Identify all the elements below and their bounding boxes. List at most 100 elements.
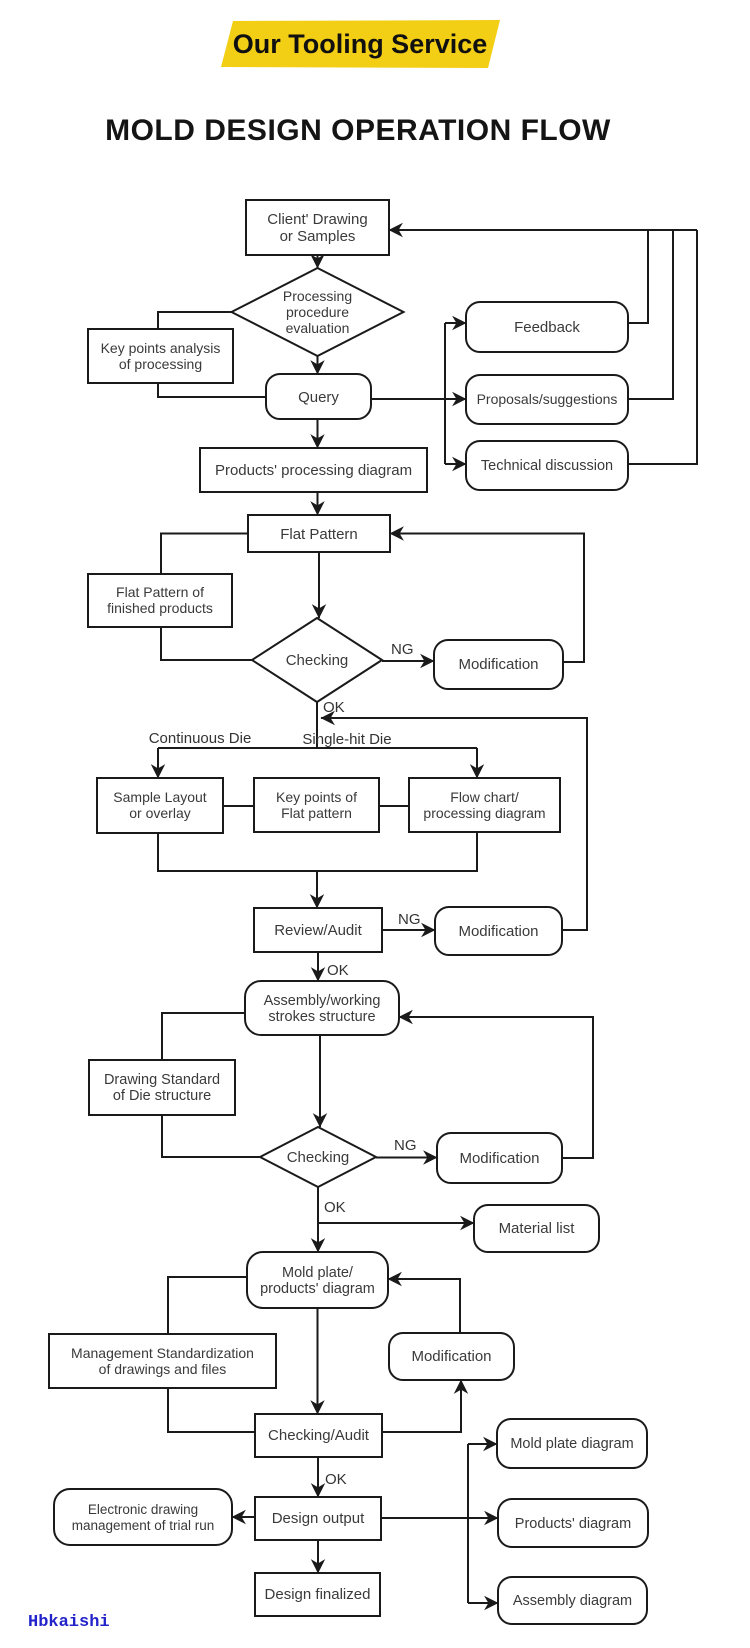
node-modification2: Modification <box>434 906 563 956</box>
edge-modification1-loop <box>389 526 585 663</box>
node-mold-plate: Mold plate/products' diagram <box>246 1251 389 1309</box>
modification2-label: Modification <box>458 923 538 940</box>
assembly-diagram-label: Assembly diagram <box>513 1593 632 1609</box>
connectors <box>150 222 698 1611</box>
modification4-label: Modification <box>411 1348 491 1365</box>
modification2-box <box>434 906 563 956</box>
edge-checkingaudit-to-modification4 <box>382 1379 469 1433</box>
node-feedback: Feedback <box>465 301 629 353</box>
edge-modification2-loop <box>320 710 588 931</box>
edge-modification3-loop <box>398 1009 594 1159</box>
checking-audit-label: Checking/Audit <box>268 1427 370 1444</box>
checking-audit-box <box>254 1413 383 1458</box>
edge-technical-return <box>628 230 698 465</box>
flat-pattern-box <box>247 514 391 553</box>
edge-feedback-return <box>628 230 649 324</box>
edge-merge-bottom <box>157 832 478 872</box>
review-audit-label: Review/Audit <box>274 922 362 939</box>
node-design-output: Design output <box>254 1496 382 1541</box>
checking2-label: Checking <box>287 1149 350 1166</box>
material-list-label: Material list <box>499 1220 576 1237</box>
products-diagram-label: Products' diagram <box>515 1516 631 1532</box>
node-mold-plate-diagram: Mold plate diagram <box>496 1418 648 1469</box>
query-box <box>265 373 372 420</box>
label-ng-checking2: NG <box>394 1137 417 1154</box>
label-ng-checking1: NG <box>391 641 414 658</box>
node-modification3: Modification <box>436 1132 563 1184</box>
review-audit-box <box>253 907 383 953</box>
proposals-box <box>465 374 629 425</box>
design-output-label: Design output <box>272 1510 365 1527</box>
node-flow-chart: Flow chart/processing diagram <box>408 777 561 833</box>
flat-pattern-finished-box <box>87 573 233 628</box>
assembly-box <box>244 980 400 1036</box>
electronic-drawing-box <box>53 1488 233 1546</box>
node-checking2: Checking <box>257 1125 379 1189</box>
mold-plate-diagram-box <box>496 1418 648 1469</box>
modification1-label: Modification <box>458 656 538 673</box>
flat-pattern-label: Flat Pattern <box>280 526 358 543</box>
label-continuous-die: Continuous Die <box>149 730 252 747</box>
process-evaluation-diamond <box>229 266 406 358</box>
node-modification4: Modification <box>388 1332 515 1381</box>
checking1-label: Checking <box>286 652 349 669</box>
feedback-label: Feedback <box>514 319 580 336</box>
checking1-diamond <box>250 616 384 704</box>
label-ok-checkingaudit: OK <box>325 1471 347 1488</box>
products-diagram-box <box>497 1498 649 1548</box>
node-assembly-diagram: Assembly diagram <box>497 1576 648 1625</box>
technical-discussion-label: Technical discussion <box>481 458 613 474</box>
feedback-box <box>465 301 629 353</box>
design-output-box <box>254 1496 382 1541</box>
node-modification1: Modification <box>433 639 564 690</box>
header: Our Tooling Service MOLD DESIGN OPERATIO… <box>105 20 611 147</box>
design-finalized-box <box>254 1572 381 1617</box>
label-ng-review: NG <box>398 911 421 928</box>
design-finalized-label: Design finalized <box>265 1586 371 1603</box>
products-processing-label: Products' processing diagram <box>215 462 412 479</box>
node-technical-discussion: Technical discussion <box>465 440 629 491</box>
mold-plate-diagram-label: Mold plate diagram <box>510 1436 633 1452</box>
query-label: Query <box>298 389 339 406</box>
mold-plate-box <box>246 1251 389 1309</box>
flow-chart-box <box>408 777 561 833</box>
modification3-label: Modification <box>459 1150 539 1167</box>
node-design-finalized: Design finalized <box>254 1572 381 1617</box>
modification3-box <box>436 1132 563 1184</box>
header-badge <box>221 20 500 68</box>
proposals-label: Proposals/suggestions <box>477 391 618 407</box>
label-ok-review: OK <box>327 962 349 979</box>
page-title: MOLD DESIGN OPERATION FLOW <box>105 114 611 147</box>
management-box <box>48 1333 277 1389</box>
node-material-list: Material list <box>473 1204 600 1253</box>
modification1-box <box>433 639 564 690</box>
drawing-standard-box <box>88 1059 236 1116</box>
node-products-processing: Products' processing diagram <box>199 447 428 493</box>
edge-modification4-to-moldplate <box>387 1271 461 1333</box>
header-badge-label: Our Tooling Service <box>233 29 488 59</box>
sample-layout-box <box>96 777 224 834</box>
node-flat-pattern: Flat Pattern <box>247 514 391 553</box>
node-query: Query <box>265 373 372 420</box>
technical-discussion-box <box>465 440 629 491</box>
edge-labels: NG OK Continuous Die Single-hit Die NG O… <box>149 641 421 1488</box>
products-processing-box <box>199 447 428 493</box>
label-ok-checking2: OK <box>324 1199 346 1216</box>
mold-plate-label: Mold plate/products' diagram <box>260 1265 375 1297</box>
